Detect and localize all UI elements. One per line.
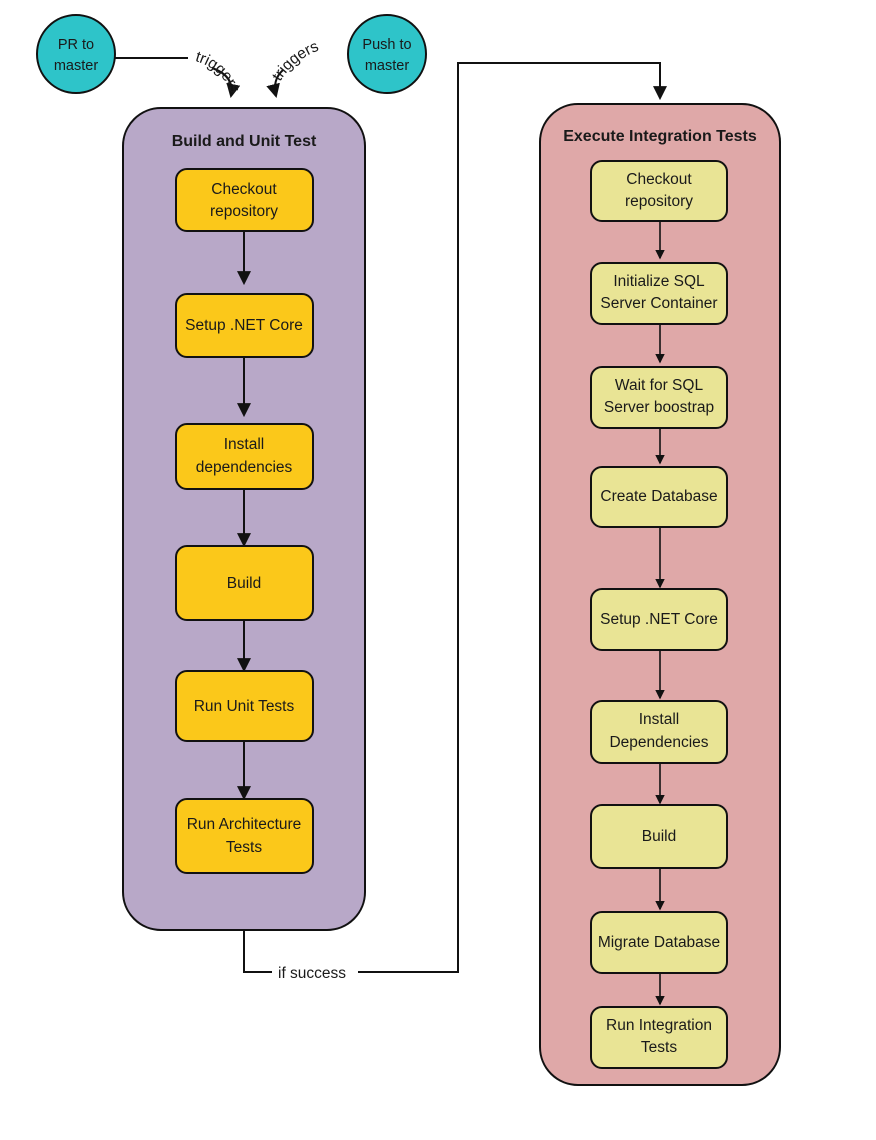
node-wait-for-sql-server-boostrap[interactable]: Wait for SQL Server boostrap — [590, 366, 728, 429]
node-run-integration-tests[interactable]: Run Integration Tests — [590, 1006, 728, 1069]
edge-label-triggers-pr-text: triggers — [194, 48, 244, 95]
node-install-dependencies-2[interactable]: Install Dependencies — [590, 700, 728, 764]
node-checkout-repository[interactable]: Checkout repository — [175, 168, 314, 232]
node-setup-dotnet-core-2[interactable]: Setup .NET Core — [590, 588, 728, 651]
trigger-pr-to-master-label-2: master — [54, 58, 98, 74]
node-checkout-repository-label-2: repository — [210, 203, 278, 220]
node-run-integration-tests-label-2: Tests — [641, 1039, 677, 1056]
node-install-dependencies-2-label-1: Install — [639, 711, 680, 728]
group-execute-integration-tests-title: Execute Integration Tests — [563, 128, 757, 145]
node-run-architecture-tests[interactable]: Run Architecture Tests — [175, 798, 314, 874]
node-install-dependencies-label-1: Install — [224, 436, 265, 453]
node-setup-dotnet-core[interactable]: Setup .NET Core — [175, 293, 314, 358]
edge-push-to-master-arrow — [266, 69, 284, 99]
trigger-pr-to-master-circle — [36, 14, 116, 94]
node-setup-dotnet-core-label-1: Setup .NET Core — [185, 317, 303, 334]
trigger-push-to-master-label-2: master — [365, 58, 409, 74]
edge-label-triggers-pr: triggers — [194, 48, 244, 95]
node-build-2-label-1: Build — [642, 828, 676, 845]
node-run-architecture-tests-label-1: Run Architecture — [187, 816, 302, 833]
trigger-pr-to-master-label-1: PR to — [58, 37, 94, 53]
node-run-integration-tests-label-1: Run Integration — [606, 1017, 712, 1034]
group-build-and-unit-test-title: Build and Unit Test — [172, 133, 317, 150]
node-install-dependencies-2-label-2: Dependencies — [609, 734, 708, 751]
node-run-architecture-tests-box — [175, 798, 314, 874]
node-run-unit-tests-label-1: Run Unit Tests — [194, 698, 295, 715]
node-setup-dotnet-core-2-label-1: Setup .NET Core — [600, 611, 718, 628]
edge-label-triggers-push: triggers — [269, 38, 321, 84]
node-build[interactable]: Build — [175, 545, 314, 621]
node-checkout-repository-box — [175, 168, 314, 232]
edges-triggers: triggers triggers — [110, 38, 321, 99]
node-checkout-repository-label-1: Checkout — [211, 181, 277, 198]
node-checkout-repository-2-label-2: repository — [625, 193, 693, 210]
node-run-unit-tests[interactable]: Run Unit Tests — [175, 670, 314, 742]
node-setup-dotnet-core-2-box — [590, 588, 728, 651]
connector-if-success-label: if success — [278, 965, 346, 982]
node-build-label-1: Build — [227, 575, 261, 592]
connector-if-success-path — [243, 62, 667, 973]
node-run-unit-tests-box — [175, 670, 314, 742]
node-install-dependencies-2-box — [590, 700, 728, 764]
trigger-push-to-master[interactable]: Push to master — [347, 14, 427, 94]
node-initialize-sql-server-container-label-2: Server Container — [600, 295, 717, 312]
node-install-dependencies[interactable]: Install dependencies — [175, 423, 314, 490]
edge-label-triggers-push-text: triggers — [269, 38, 321, 84]
node-create-database-box — [590, 466, 728, 528]
node-run-architecture-tests-label-2: Tests — [226, 839, 262, 856]
node-initialize-sql-server-container-label-1: Initialize SQL — [613, 273, 705, 290]
node-run-integration-tests-box — [590, 1006, 728, 1069]
node-migrate-database-box — [590, 911, 728, 974]
node-initialize-sql-server-container-box — [590, 262, 728, 325]
node-create-database-label-1: Create Database — [600, 488, 717, 505]
connector-if-success: if success — [243, 62, 667, 983]
trigger-push-to-master-label-1: Push to — [362, 37, 411, 53]
node-initialize-sql-server-container[interactable]: Initialize SQL Server Container — [590, 262, 728, 325]
node-setup-dotnet-core-box — [175, 293, 314, 358]
node-wait-for-sql-server-boostrap-label-1: Wait for SQL — [615, 377, 704, 394]
node-wait-for-sql-server-boostrap-label-2: Server boostrap — [604, 399, 714, 416]
connector-if-success-label-bg — [272, 960, 358, 983]
node-checkout-repository-2[interactable]: Checkout repository — [590, 160, 728, 222]
trigger-push-to-master-circle — [347, 14, 427, 94]
node-build-box — [175, 545, 314, 621]
edge-pr-to-master-arrow — [211, 67, 241, 99]
node-build-2[interactable]: Build — [590, 804, 728, 869]
node-install-dependencies-box — [175, 423, 314, 490]
node-checkout-repository-2-label-1: Checkout — [626, 171, 692, 188]
node-wait-for-sql-server-boostrap-box — [590, 366, 728, 429]
node-migrate-database-label-1: Migrate Database — [598, 934, 720, 951]
node-create-database[interactable]: Create Database — [590, 466, 728, 528]
node-checkout-repository-2-box — [590, 160, 728, 222]
trigger-pr-to-master[interactable]: PR to master — [36, 14, 116, 94]
node-install-dependencies-label-2: dependencies — [196, 459, 293, 476]
node-migrate-database[interactable]: Migrate Database — [590, 911, 728, 974]
node-build-2-box — [590, 804, 728, 869]
